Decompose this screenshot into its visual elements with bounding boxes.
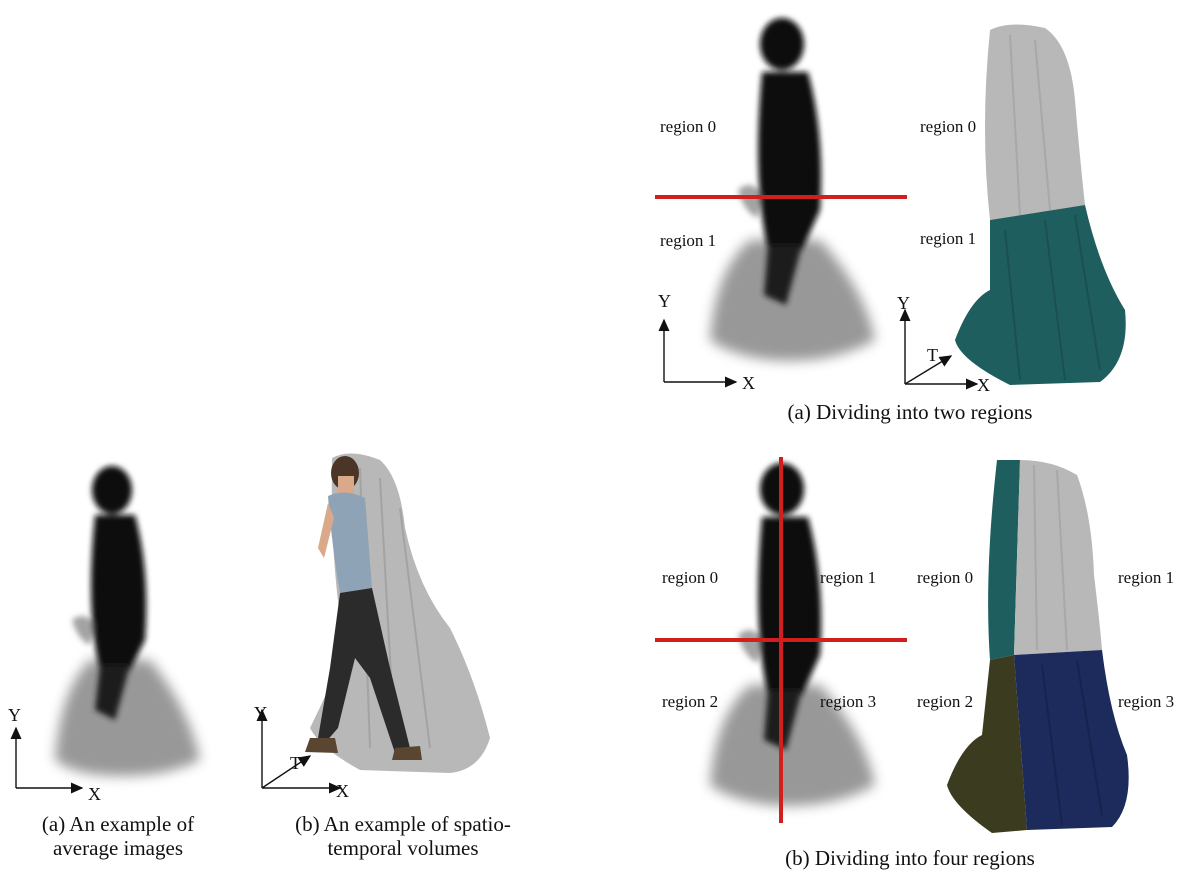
region-label: region 3: [820, 693, 876, 710]
region-label: region 1: [820, 569, 876, 586]
volume-four-regions-image: [942, 455, 1142, 835]
two-regions-average-panel: region 0 region 1 Y X: [650, 10, 920, 390]
axis-y-label: Y: [658, 292, 671, 310]
axis-x-label: X: [742, 374, 755, 392]
region-label: region 0: [662, 569, 718, 586]
four-regions-average-panel: region 0 region 1 region 2 region 3: [650, 455, 920, 830]
region-label: region 0: [660, 118, 716, 135]
axis-y-label: Y: [897, 294, 910, 312]
region-label: region 1: [920, 230, 976, 247]
axis-x-label: X: [88, 785, 101, 803]
two-regions-volume-panel: region 0 region 1 Y T X: [895, 10, 1185, 390]
axis-y-label: Y: [254, 704, 267, 722]
region-label: region 2: [917, 693, 973, 710]
caption-left-b-line2: temporal volumes: [258, 836, 548, 860]
axis-t-label: T: [927, 346, 938, 364]
left-panel-a-average-image: Y X: [0, 460, 220, 860]
region-label: region 0: [920, 118, 976, 135]
caption-left-a-line1: (a) An example of: [18, 812, 218, 836]
caption-left-a: (a) An example of average images: [18, 812, 218, 860]
horizontal-divider-line: [655, 192, 915, 202]
left-panel-b-spatiotemporal-volume: Y T X: [240, 448, 540, 808]
region-label: region 3: [1118, 693, 1174, 710]
caption-left-a-line2: average images: [18, 836, 218, 860]
caption-four-regions: (b) Dividing into four regions: [700, 846, 1120, 870]
four-regions-volume-panel: region 0 region 1 region 2 region 3: [912, 455, 1188, 835]
region-label: region 1: [1118, 569, 1174, 586]
axis-x-label: X: [336, 782, 349, 800]
caption-left-b: (b) An example of spatio- temporal volum…: [258, 812, 548, 860]
region-label: region 0: [917, 569, 973, 586]
region-label: region 1: [660, 232, 716, 249]
axis-y-label: Y: [8, 706, 21, 724]
axis-t-label: T: [290, 754, 301, 772]
cross-divider-lines: [655, 455, 915, 830]
region-label: region 2: [662, 693, 718, 710]
axis-x-label: X: [977, 376, 990, 394]
caption-left-b-line1: (b) An example of spatio-: [258, 812, 548, 836]
caption-two-regions: (a) Dividing into two regions: [700, 400, 1120, 424]
